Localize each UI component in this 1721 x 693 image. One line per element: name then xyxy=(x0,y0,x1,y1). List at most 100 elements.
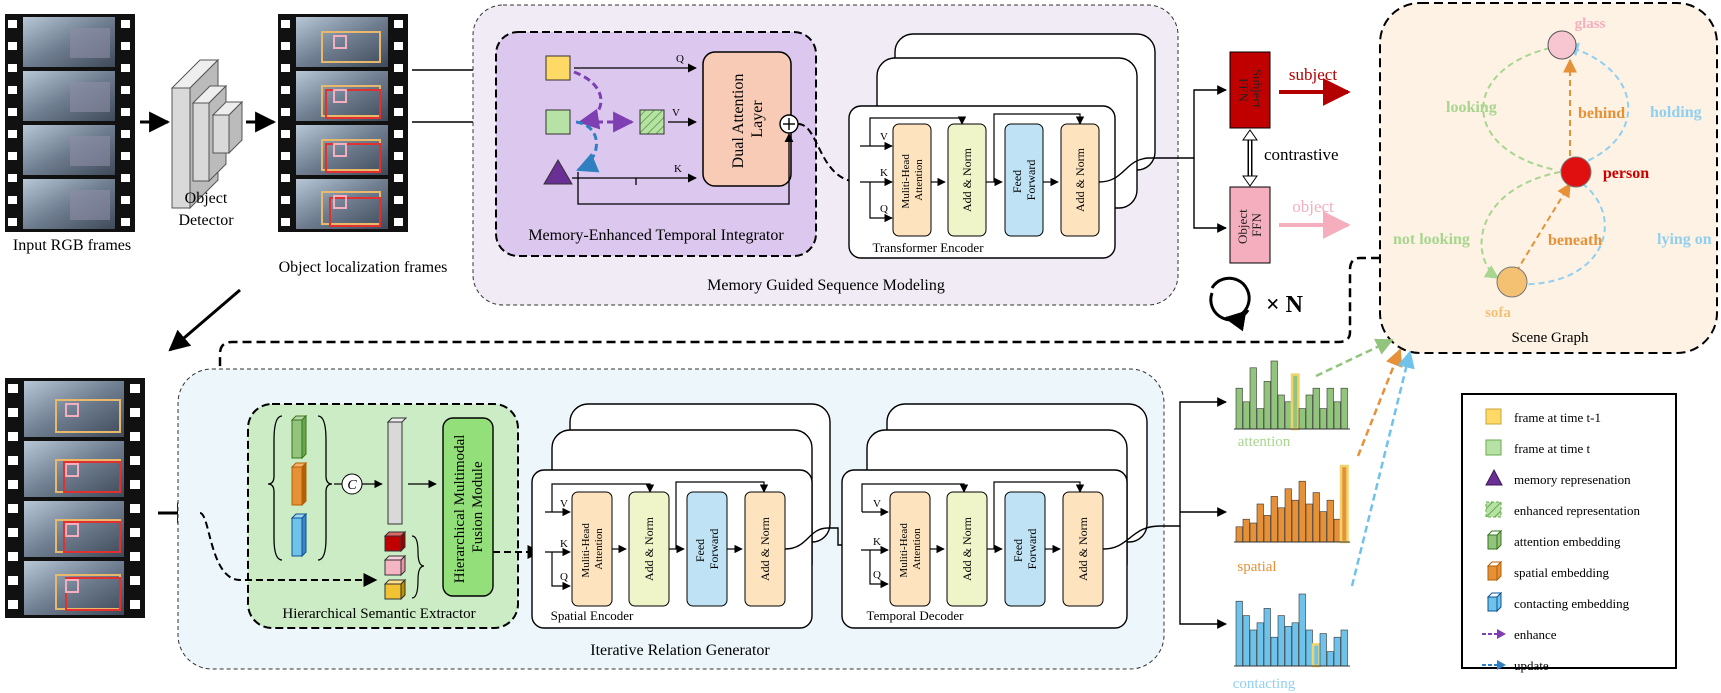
legend-item: frame at time t-1 xyxy=(1485,408,1601,425)
fusion-module-label: Hierarchical Multimodal Fusion Module xyxy=(452,431,486,583)
spatial-embedding-cube xyxy=(290,461,308,507)
temporal-decoder-title: Temporal Decoder xyxy=(867,608,965,623)
hierarchical-semantic-extractor: Hierarchical Semantic Extractor C Hiera xyxy=(199,403,519,629)
legend-item: enhanced representation xyxy=(1485,501,1640,518)
frame-t-token xyxy=(545,109,571,135)
scene-node-glass xyxy=(1547,30,1577,60)
decoder-mha-label: Muliti-Head Attention xyxy=(898,520,923,577)
encoder-add-norm-1 xyxy=(947,123,987,237)
spatial-bar xyxy=(1333,518,1341,543)
contacting-distribution-label: contacting xyxy=(1233,676,1296,692)
decoder-k-label: K xyxy=(873,536,881,548)
decoder-q-label: Q xyxy=(873,569,881,581)
contacting-bar xyxy=(1256,622,1264,667)
encoder-feed-forward xyxy=(1004,123,1044,237)
iteration-count-label: × N xyxy=(1266,292,1304,318)
legend-item-label: update xyxy=(1514,658,1549,673)
legend-item: attention embedding xyxy=(1486,529,1621,551)
spatial-add-norm-2-label: Add & Norm xyxy=(758,516,772,581)
object-localization-filmstrip xyxy=(278,14,408,232)
object-ffn-label: Object FFN xyxy=(1235,206,1264,244)
localized-frame-4 xyxy=(296,179,388,229)
legend-item-label: enhanced representation xyxy=(1514,503,1640,518)
legend-item-label: attention embedding xyxy=(1514,534,1621,549)
legend-item: contacting embedding xyxy=(1486,591,1630,613)
encoder-k-label: K xyxy=(880,167,888,179)
encoder-ff-label: Feed Forward xyxy=(1010,160,1038,201)
spatial-bar xyxy=(1291,499,1299,543)
encoder-add-norm-1-label: Add & Norm xyxy=(960,147,974,212)
bottom-localization-filmstrip xyxy=(5,378,145,618)
attention-distribution xyxy=(1234,360,1350,431)
spatial-ff-label: Feed Forward xyxy=(693,529,721,570)
scene-node-sofa-label: sofa xyxy=(1485,305,1511,321)
subject-output-label: subject xyxy=(1289,65,1337,84)
dual-attention-label: Dual Attention Layer xyxy=(730,70,766,169)
contacting-bar xyxy=(1249,629,1257,667)
iterative-relation-generator: Iterative Relation Generator Hierarchica… xyxy=(177,368,1165,670)
edge-label-holding: holding xyxy=(1650,104,1702,121)
integrator-q-label: Q xyxy=(676,53,684,65)
input-rgb-frames-label: Input RGB frames xyxy=(13,237,131,254)
transformer-encoder-title: Transformer Encoder xyxy=(872,240,984,255)
film-frame-2 xyxy=(23,71,115,121)
encoder-mha-label: Muliti-Head Attention xyxy=(900,151,925,208)
object-token-cubes xyxy=(383,530,407,601)
contacting-bar xyxy=(1284,626,1292,667)
legend-cube-icon xyxy=(1486,591,1503,613)
attention-bar xyxy=(1235,387,1243,430)
scene-node-person-label: person xyxy=(1603,165,1649,182)
legend-hatched-icon xyxy=(1485,501,1502,518)
decoder-add-norm-1-label: Add & Norm xyxy=(960,516,974,581)
spatial-bar xyxy=(1242,518,1250,543)
edge-label-behind: behind xyxy=(1578,105,1625,122)
legend-dash-arrow-icon xyxy=(1482,660,1506,670)
spatial-distribution-label: spatial xyxy=(1237,559,1276,575)
memory-guided-sequence-modeling: Memory Guided Sequence Modeling Memory-E… xyxy=(472,4,1179,306)
scene-node-person xyxy=(1560,156,1592,188)
attention-bar xyxy=(1326,387,1334,430)
attention-bar xyxy=(1340,387,1348,430)
legend-square-icon xyxy=(1485,408,1502,425)
edge-label-not-looking: not looking xyxy=(1393,231,1470,248)
legend-triangle-icon xyxy=(1485,468,1503,486)
contacting-distribution xyxy=(1234,593,1350,668)
integrator-title: Memory-Enhanced Temporal Integrator xyxy=(528,227,784,244)
temporal-decoder-stack: Temporal Decoder V K Q Muliti-Head Atten… xyxy=(841,403,1161,629)
film-frame-4 xyxy=(23,179,115,229)
attention-embedding-cube xyxy=(290,414,308,460)
spatial-encoder-stack: Spatial Encoder V K Q Muliti-Head Attent… xyxy=(531,403,831,629)
legend-item: spatial embedding xyxy=(1486,560,1609,582)
spatial-add-norm-1-label: Add & Norm xyxy=(642,516,656,581)
input-rgb-frames-filmstrip xyxy=(5,14,135,232)
dual-attention-layer xyxy=(702,51,792,187)
frame-t-minus-1-token xyxy=(545,55,571,81)
subject-ffn-label: Subject FFN xyxy=(1236,69,1265,111)
memory-module-title: Memory Guided Sequence Modeling xyxy=(707,277,945,294)
attention-bar xyxy=(1333,401,1341,430)
spatial-multi-head-attention xyxy=(571,491,613,607)
attention-bar xyxy=(1256,408,1264,430)
legend-item-label: contacting embedding xyxy=(1514,596,1630,611)
memory-enhanced-temporal-integrator: Memory-Enhanced Temporal Integrator Q V … xyxy=(495,31,817,257)
contacting-bar xyxy=(1340,629,1348,667)
concat-symbol: C xyxy=(347,478,357,493)
spatial-distribution xyxy=(1234,464,1350,544)
integrator-v-label: V xyxy=(672,107,680,119)
contrastive-label: contrastive xyxy=(1264,145,1339,164)
encoder-multi-head-attention xyxy=(892,123,932,237)
legend-item-label: frame at time t-1 xyxy=(1514,410,1601,425)
contacting-bar xyxy=(1333,636,1341,667)
subject-ffn: Subject FFN xyxy=(1229,51,1271,129)
legend-item-label: memory represenation xyxy=(1514,472,1631,487)
encoder-q-label: Q xyxy=(880,203,888,215)
scene-graph-panel: Scene Graph glass person sofa looking be… xyxy=(1379,2,1718,354)
decoder-multi-head-attention xyxy=(889,491,931,607)
film-frame-1 xyxy=(23,17,115,67)
bottom-frame-1 xyxy=(24,381,124,437)
legend-item-label: enhance xyxy=(1514,627,1557,642)
contacting-bar xyxy=(1277,615,1285,667)
attention-distribution-label: attention xyxy=(1238,434,1291,450)
scene-node-glass-label: glass xyxy=(1575,16,1606,32)
